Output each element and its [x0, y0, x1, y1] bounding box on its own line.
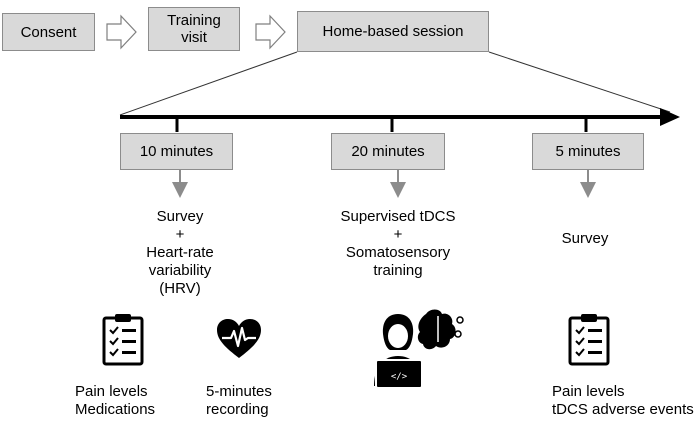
clipboard-checklist-icon	[568, 314, 610, 366]
flow-arrow-2	[255, 14, 286, 50]
heart-rate-icon	[217, 319, 261, 358]
caption-pain-medications: Pain levels Medications	[75, 383, 195, 419]
activity-2-line-1: Supervised tDCS	[340, 208, 456, 225]
activity-2-line-2: +	[393, 226, 403, 243]
flow-arrow-1	[106, 14, 137, 50]
duration-box-20: 20 minutes	[331, 133, 445, 170]
activity-1-line-2: +	[175, 226, 185, 243]
caption-1-line-2: Medications	[75, 401, 156, 418]
training-visit-label-1: Training	[167, 12, 221, 29]
clipboard-checklist-icon	[102, 314, 144, 366]
training-visit-label-2: visit	[181, 29, 207, 46]
caption-3-line-2: tDCS adverse events	[552, 401, 694, 418]
caption-2-line-2: recording	[206, 401, 269, 418]
caption-3-line-1: Pain levels	[552, 383, 625, 400]
duration-box-10: 10 minutes	[120, 133, 233, 170]
zoom-line-right	[488, 51, 671, 113]
home-session-label: Home-based session	[322, 23, 464, 40]
activity-1-line-1: Survey	[156, 208, 204, 225]
activity-text-1: Survey + Heart-rate variability (HRV)	[120, 208, 240, 298]
duration-label-10: 10 minutes	[139, 143, 214, 160]
person-laptop-brain-icon: </>	[374, 309, 464, 389]
caption-1-line-1: Pain levels	[75, 383, 148, 400]
activity-2-line-3: Somatosensory	[345, 244, 451, 261]
activity-1-line-3: Heart-rate	[146, 244, 214, 261]
duration-label-20: 20 minutes	[351, 143, 425, 160]
activity-1-line-4: variability	[148, 262, 212, 279]
caption-pain-adverse: Pain levels tDCS adverse events	[552, 383, 698, 419]
activity-3-line-1: Survey	[561, 230, 609, 247]
duration-label-5: 5 minutes	[555, 143, 621, 160]
home-session-box: Home-based session	[297, 11, 489, 52]
consent-box: Consent	[2, 13, 95, 51]
activity-1-line-5: (HRV)	[159, 280, 201, 297]
training-visit-box: Training visit	[148, 7, 240, 51]
activity-text-3: Survey	[545, 230, 625, 248]
consent-label: Consent	[20, 23, 77, 41]
duration-box-5: 5 minutes	[532, 133, 644, 170]
caption-2-line-1: 5-minutes	[206, 383, 272, 400]
activity-text-2: Supervised tDCS + Somatosensory training	[323, 208, 473, 280]
timeline-arrowhead	[660, 108, 680, 126]
activity-2-line-4: training	[373, 262, 423, 279]
svg-text:</>: </>	[391, 372, 408, 382]
zoom-line-left	[119, 51, 298, 116]
caption-recording: 5-minutes recording	[206, 383, 306, 419]
